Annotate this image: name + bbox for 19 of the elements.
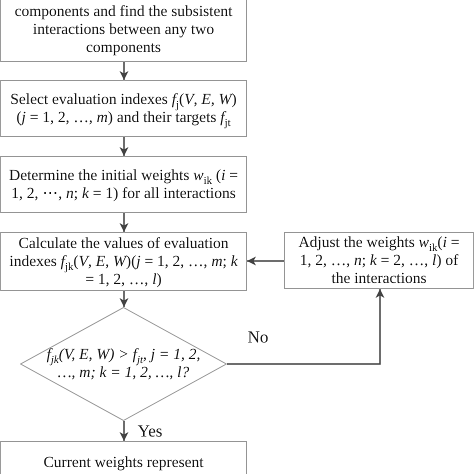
step-text: Calculate the values of evaluation indexes f$_{jk}$(V, E, W)(j = 1, 2, …, m; k = 1, 2, …, l)	[8, 234, 239, 288]
step-text: Current weights represent	[43, 454, 204, 472]
process-box	[284, 232, 474, 289]
decision-text: f$_{jk}$(V, E, W) > f$_{jt}$, j = 1, 2, …, m; k = 1, 2, …, l?	[46, 346, 202, 382]
arrow	[227, 289, 384, 365]
arrow	[120, 213, 128, 232]
arrow	[120, 421, 128, 441]
process-box	[0, 0, 247, 62]
step-text: components and find the subsistent interactions between any two components	[14, 3, 234, 57]
process-box	[0, 441, 247, 474]
arrow	[247, 256, 284, 266]
arrow	[120, 137, 128, 156]
arrow	[120, 291, 128, 307]
step-text: Adjust the weights w$_{ik}$(i = 1, 2, …, n; k = 2, …, l) of the interactions	[297, 234, 460, 288]
arrow	[120, 62, 128, 80]
process-box	[0, 80, 247, 137]
step-text: Select evaluation indexes f$_{j}$(V, E, W) (j = 1, 2, …, m) and their targets f$_{jt}$	[9, 90, 238, 126]
process-box	[0, 156, 247, 213]
step-text: Determine the initial weights w$_{ik}$ (i = 1, 2, ⋯, n; k = 1) for all interactions	[8, 166, 239, 202]
